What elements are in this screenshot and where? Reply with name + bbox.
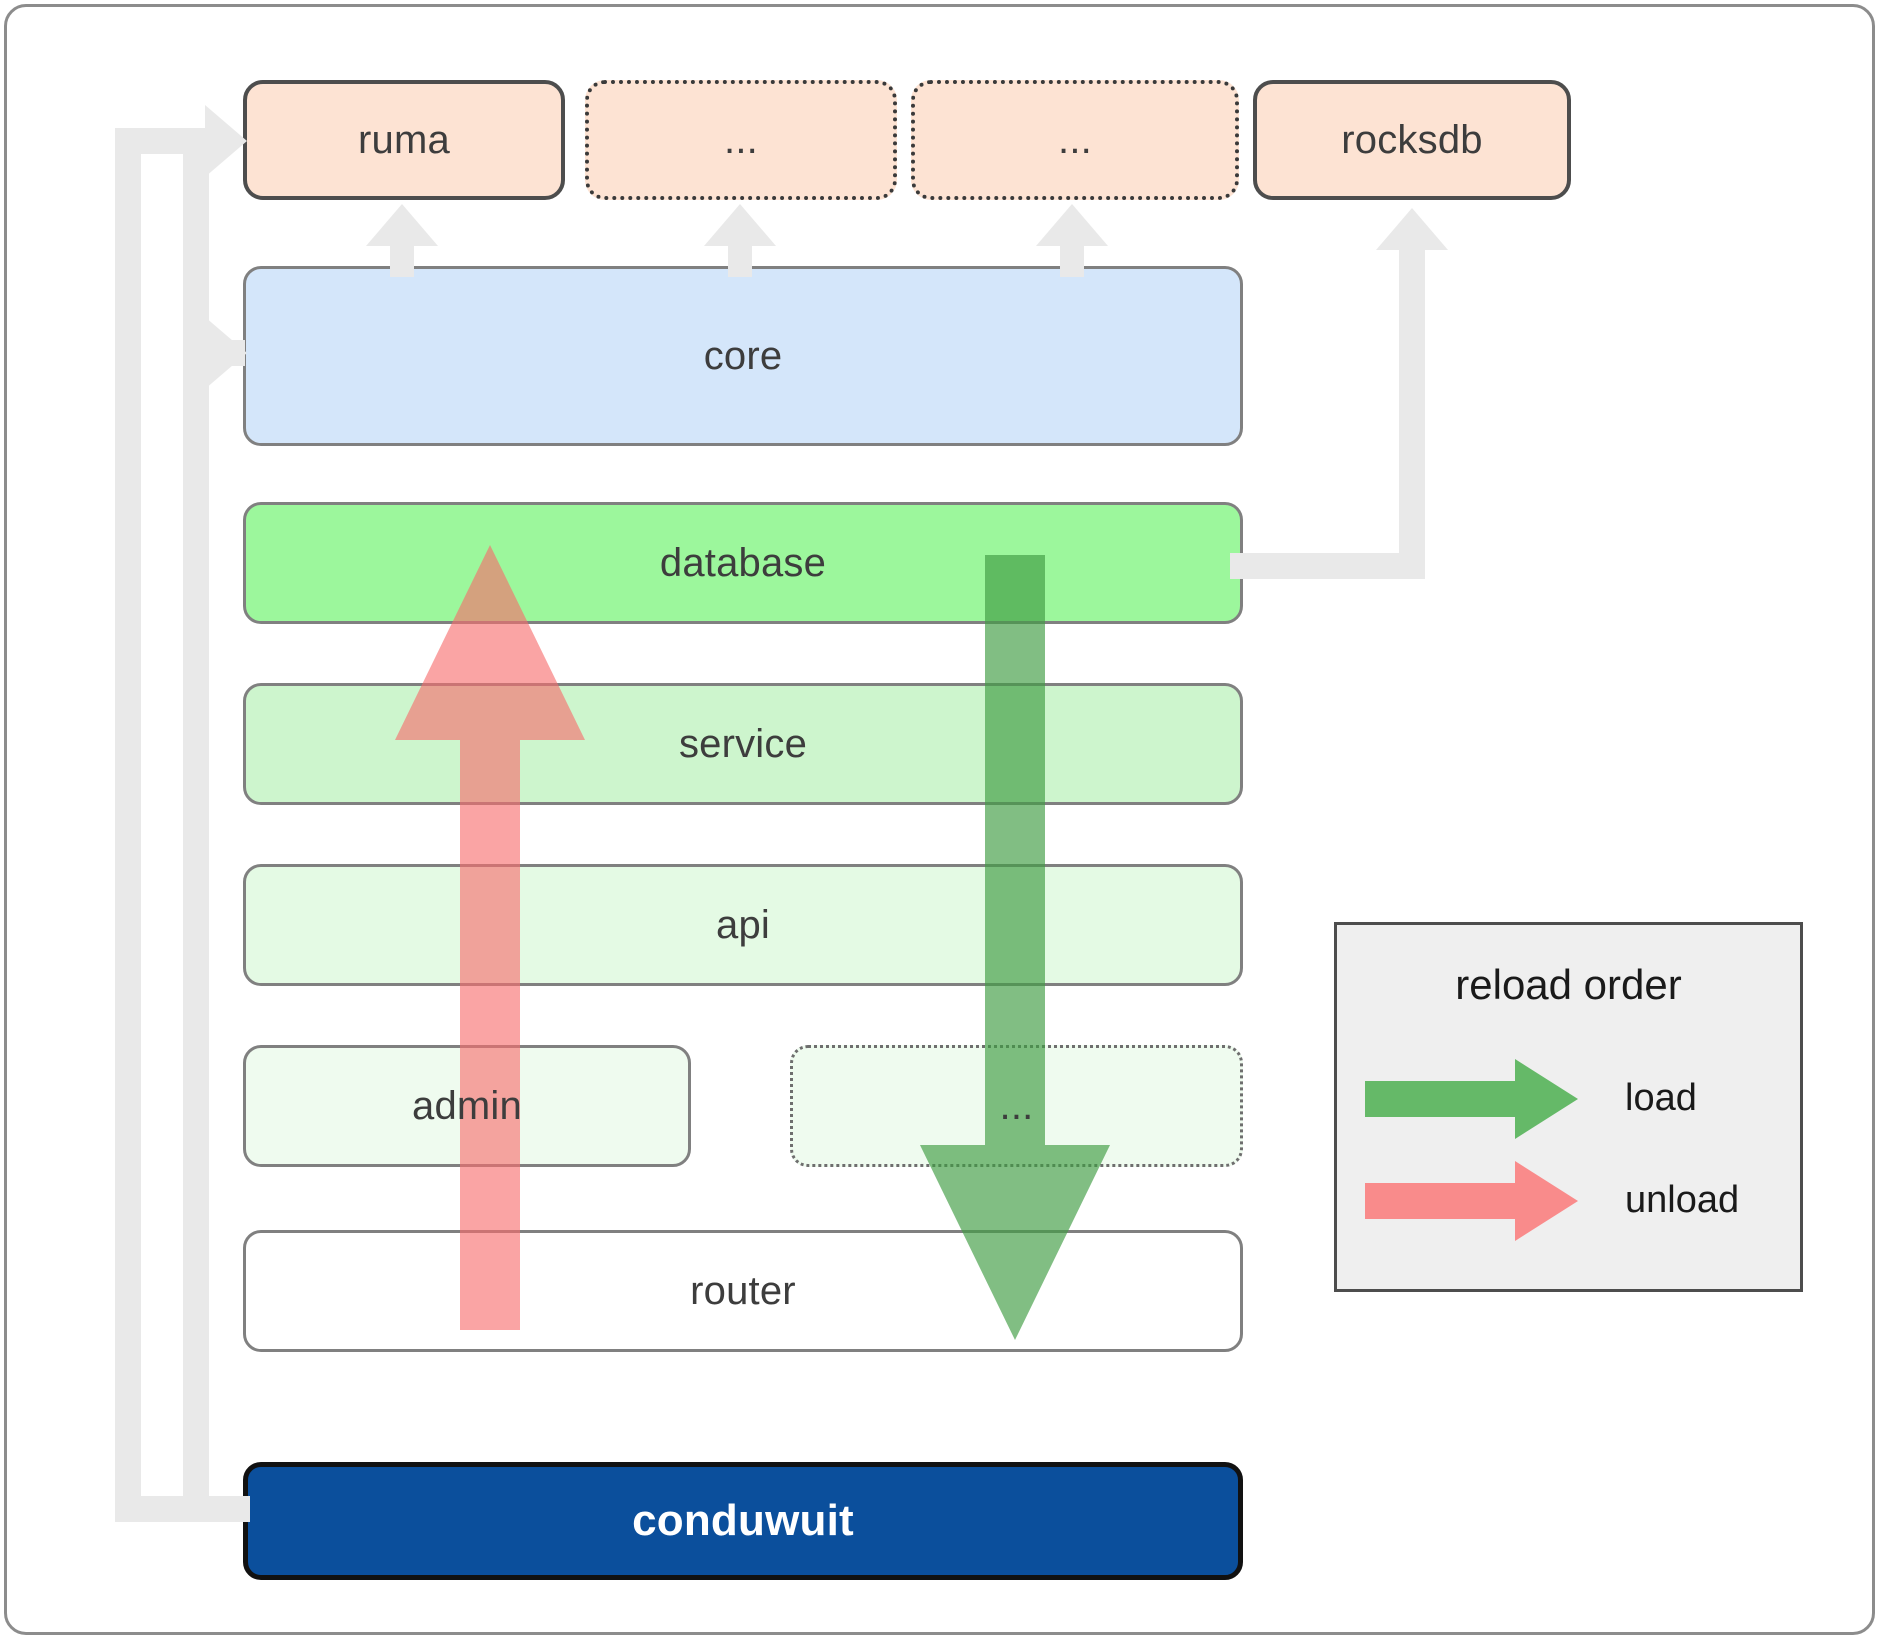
node-rocksdb[interactable]: rocksdb: [1253, 80, 1571, 200]
legend-load-label: load: [1625, 1077, 1697, 1119]
legend-unload-arrow-icon: [1365, 1161, 1578, 1241]
node-dep-ellipsis-1-label: ...: [724, 117, 758, 162]
node-router-label: router: [690, 1268, 796, 1313]
connector-arrow-core-ruma: [366, 204, 438, 246]
node-dep-ellipsis-2-label: ...: [1058, 117, 1092, 162]
connector-arrow-ruma: [205, 105, 247, 177]
node-service[interactable]: service: [243, 683, 1243, 805]
node-dep-ellipsis-2[interactable]: ...: [911, 80, 1239, 200]
legend-unload-label: unload: [1625, 1179, 1740, 1221]
node-ruma-label: ruma: [358, 117, 450, 162]
node-conduwuit-label: conduwuit: [632, 1496, 854, 1545]
connector-arrow-core-dep2: [704, 204, 776, 246]
legend-panel: reload order load unload: [1334, 922, 1803, 1292]
node-admin[interactable]: admin: [243, 1045, 691, 1167]
node-ruma[interactable]: ruma: [243, 80, 565, 200]
connector-arrow-rocksdb: [1376, 208, 1448, 250]
connector-branch-core-vertical: [183, 154, 209, 1496]
node-database-label: database: [659, 540, 827, 585]
connector-arrow-core: [205, 317, 247, 389]
node-rocksdb-label: rocksdb: [1341, 117, 1483, 162]
node-core[interactable]: core: [243, 266, 1243, 446]
legend-load-arrow-icon: [1365, 1059, 1578, 1139]
connector-database-rocksdb-vertical: [1399, 250, 1425, 579]
connector-database-rocksdb-horizontal: [1230, 553, 1425, 579]
connector-branch-ruma: [115, 128, 215, 154]
legend-title: reload order: [1455, 961, 1682, 1008]
node-conduwuit[interactable]: conduwuit: [243, 1462, 1243, 1580]
node-database[interactable]: database: [243, 502, 1243, 624]
node-sublayer-ellipsis[interactable]: ...: [790, 1045, 1243, 1167]
node-api[interactable]: api: [243, 864, 1243, 986]
node-admin-label: admin: [412, 1083, 522, 1128]
node-sublayer-ellipsis-label: ...: [999, 1083, 1034, 1128]
diagram-outer-frame: [4, 4, 1875, 1635]
connector-conduwuit-trunk: [115, 128, 141, 1522]
node-router[interactable]: router: [243, 1230, 1243, 1352]
node-dep-ellipsis-1[interactable]: ...: [585, 80, 897, 200]
node-api-label: api: [716, 902, 770, 947]
node-core-label: core: [703, 333, 783, 378]
node-service-label: service: [678, 721, 808, 766]
connector-arrow-core-dep3: [1036, 204, 1108, 246]
